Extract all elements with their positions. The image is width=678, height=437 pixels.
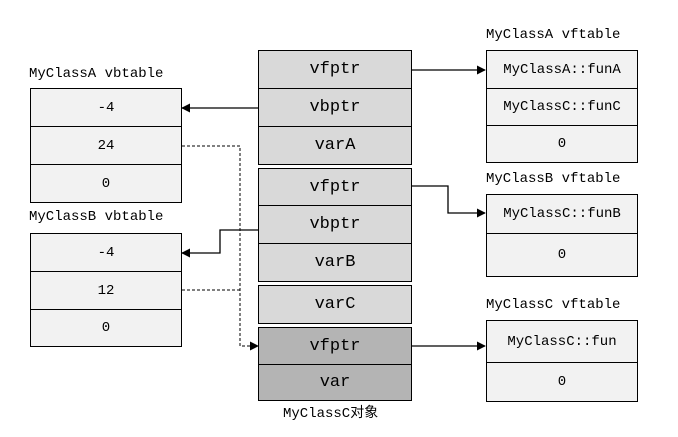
vftable-c-title: MyClassC vftable (486, 297, 621, 313)
vftable-b-entry: MyClassC::funB (486, 194, 638, 234)
obj-var-a: varA (258, 126, 412, 165)
vftable-c-entry: MyClassC::fun (486, 320, 638, 363)
obj-vfptr-b: vfptr (258, 168, 412, 206)
vbtable-b-entry: -4 (30, 233, 182, 272)
vftable-c-entry: 0 (486, 362, 638, 402)
obj-vfptr-virtual: vfptr (258, 327, 412, 365)
vbtable-a-entry: 0 (30, 164, 182, 203)
vbtable-b-entry: 0 (30, 309, 182, 347)
obj-var-virtual: var (258, 364, 412, 401)
dashed-offset-24-to-virtual-base (182, 145, 259, 351)
vftable-a-title: MyClassA vftable (486, 27, 621, 43)
obj-vbptr-a: vbptr (258, 88, 412, 127)
vftable-b-entry: 0 (486, 233, 638, 277)
vbtable-b-title: MyClassB vbtable (29, 209, 164, 225)
vftable-b-title: MyClassB vftable (486, 171, 621, 187)
obj-var-b: varB (258, 243, 412, 282)
vftable-a-entry: 0 (486, 125, 638, 163)
obj-var-c: varC (258, 285, 412, 324)
object-caption: MyClassC对象 (283, 406, 379, 422)
vbtable-b-entry: 12 (30, 271, 182, 310)
vbtable-a-title: MyClassA vbtable (29, 66, 164, 82)
vbtable-a-entry: -4 (30, 88, 182, 127)
vftable-a-entry: MyClassA::funA (486, 50, 638, 89)
vbtable-a-entry: 24 (30, 126, 182, 165)
obj-vbptr-b: vbptr (258, 205, 412, 244)
vftable-a-entry: MyClassC::funC (486, 88, 638, 126)
obj-vfptr-a: vfptr (258, 50, 412, 89)
arrow-vbptr-b-to-vbtable-b (181, 229, 258, 258)
arrow-vfptr-b-to-vftable-b (412, 185, 486, 218)
